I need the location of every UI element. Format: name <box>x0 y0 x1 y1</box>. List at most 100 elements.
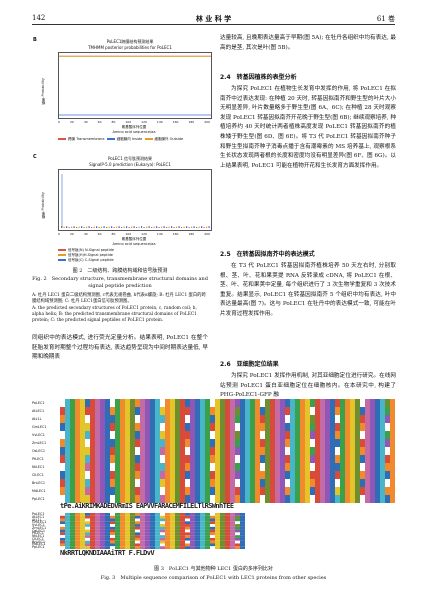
alignment-cell <box>240 479 245 487</box>
alignment-cell <box>250 407 255 415</box>
alignment-cell <box>285 487 290 495</box>
alignment-cell <box>75 515 80 519</box>
alignment-cell <box>90 407 95 415</box>
alignment-cell <box>280 495 285 503</box>
alignment-cell <box>165 415 170 423</box>
alignment-cell <box>220 535 225 538</box>
alignment-cell <box>170 399 175 407</box>
alignment-cell <box>60 479 65 487</box>
alignment-cell <box>270 439 275 447</box>
alignment-cell <box>125 455 130 463</box>
alignment-cell <box>75 487 80 495</box>
alignment-cell <box>125 524 130 527</box>
alignment-cell <box>140 439 145 447</box>
alignment-cell <box>190 546 195 549</box>
alignment-cell <box>245 447 250 455</box>
alignment-cell <box>215 524 220 527</box>
alignment-cell <box>125 521 130 525</box>
alignment-cell <box>340 471 345 479</box>
alignment-cell <box>365 471 370 479</box>
alignment-cell <box>200 535 205 538</box>
alignment-cell <box>240 399 245 407</box>
alignment-cell <box>70 537 75 541</box>
alignment-cell <box>230 526 235 530</box>
alignment-cell <box>70 524 75 527</box>
alignment-cell <box>145 423 150 431</box>
alignment-cell <box>330 439 335 447</box>
alignment-cell <box>305 439 310 447</box>
alignment-cell <box>195 540 200 544</box>
alignment-cell <box>190 540 195 544</box>
alignment-cell <box>380 407 385 415</box>
alignment-cell <box>150 537 155 541</box>
alignment-cell <box>260 495 265 503</box>
alignment-cell <box>380 431 385 439</box>
alignment-cell <box>340 479 345 487</box>
alignment-cell <box>305 431 310 439</box>
alignment-cell <box>200 415 205 423</box>
alignment-cell <box>175 439 180 447</box>
alignment-cell <box>70 439 75 447</box>
alignment-cell <box>160 543 165 547</box>
alignment-cell <box>110 447 115 455</box>
alignment-cell <box>300 423 305 431</box>
alignment-cell <box>305 487 310 495</box>
alignment-cell <box>140 487 145 495</box>
alignment-cell <box>165 535 170 538</box>
signal-bar <box>78 226 80 228</box>
alignment-species-label: PoLEC1 <box>32 401 45 405</box>
alignment-cell <box>160 431 165 439</box>
alignment-cell <box>185 526 190 530</box>
alignment-cell <box>215 455 220 463</box>
alignment-cell <box>385 447 390 455</box>
alignment-cell <box>290 455 295 463</box>
alignment-cell <box>225 455 230 463</box>
signal-bar <box>143 227 145 228</box>
alignment-cell <box>250 479 255 487</box>
alignment-species-label: MdLEC1 <box>32 489 46 493</box>
alignment-cell <box>70 455 75 463</box>
xtick: 40 <box>83 232 88 236</box>
alignment-cell <box>70 521 75 525</box>
alignment-cell <box>365 415 370 423</box>
alignment-cell <box>215 487 220 495</box>
alignment-cell <box>225 529 230 533</box>
journal-name: 林 业 科 学 <box>195 14 232 23</box>
alignment-cell <box>105 463 110 471</box>
alignment-cell <box>140 546 145 549</box>
alignment-cell <box>375 479 380 487</box>
signal-bar <box>76 227 78 228</box>
alignment-cell <box>250 423 255 431</box>
consensus-line-2: NkRRTLQKNDIAAAiTRT F.FLDvV <box>60 549 155 557</box>
alignment-cell <box>365 487 370 495</box>
alignment-cell <box>355 407 360 415</box>
alignment-cell <box>165 537 170 541</box>
alignment-cell <box>160 526 165 530</box>
alignment-cell <box>85 455 90 463</box>
alignment-cell <box>355 463 360 471</box>
alignment-cell <box>100 407 105 415</box>
alignment-cell <box>290 447 295 455</box>
alignment-cell <box>160 540 165 544</box>
alignment-cell <box>145 455 150 463</box>
panel-c-xtick-row: 0 20 40 60 80 100 120 140 160 180 200 <box>58 232 210 236</box>
alignment-cell <box>290 487 295 495</box>
alignment-cell <box>180 515 185 519</box>
alignment-cell <box>180 495 185 503</box>
alignment-cell <box>210 543 215 547</box>
alignment-cell <box>300 399 305 407</box>
panel-c-plot <box>58 169 212 231</box>
alignment-cell <box>190 399 195 407</box>
alignment-cell <box>295 495 300 503</box>
alignment-cell <box>195 532 200 536</box>
alignment-cell <box>170 439 175 447</box>
alignment-cell <box>380 495 385 503</box>
alignment-cell <box>205 546 210 549</box>
alignment-cell <box>230 540 235 544</box>
alignment-cell <box>145 479 150 487</box>
alignment-cell <box>125 415 130 423</box>
alignment-cell <box>320 407 325 415</box>
alignment-cell <box>140 532 145 536</box>
